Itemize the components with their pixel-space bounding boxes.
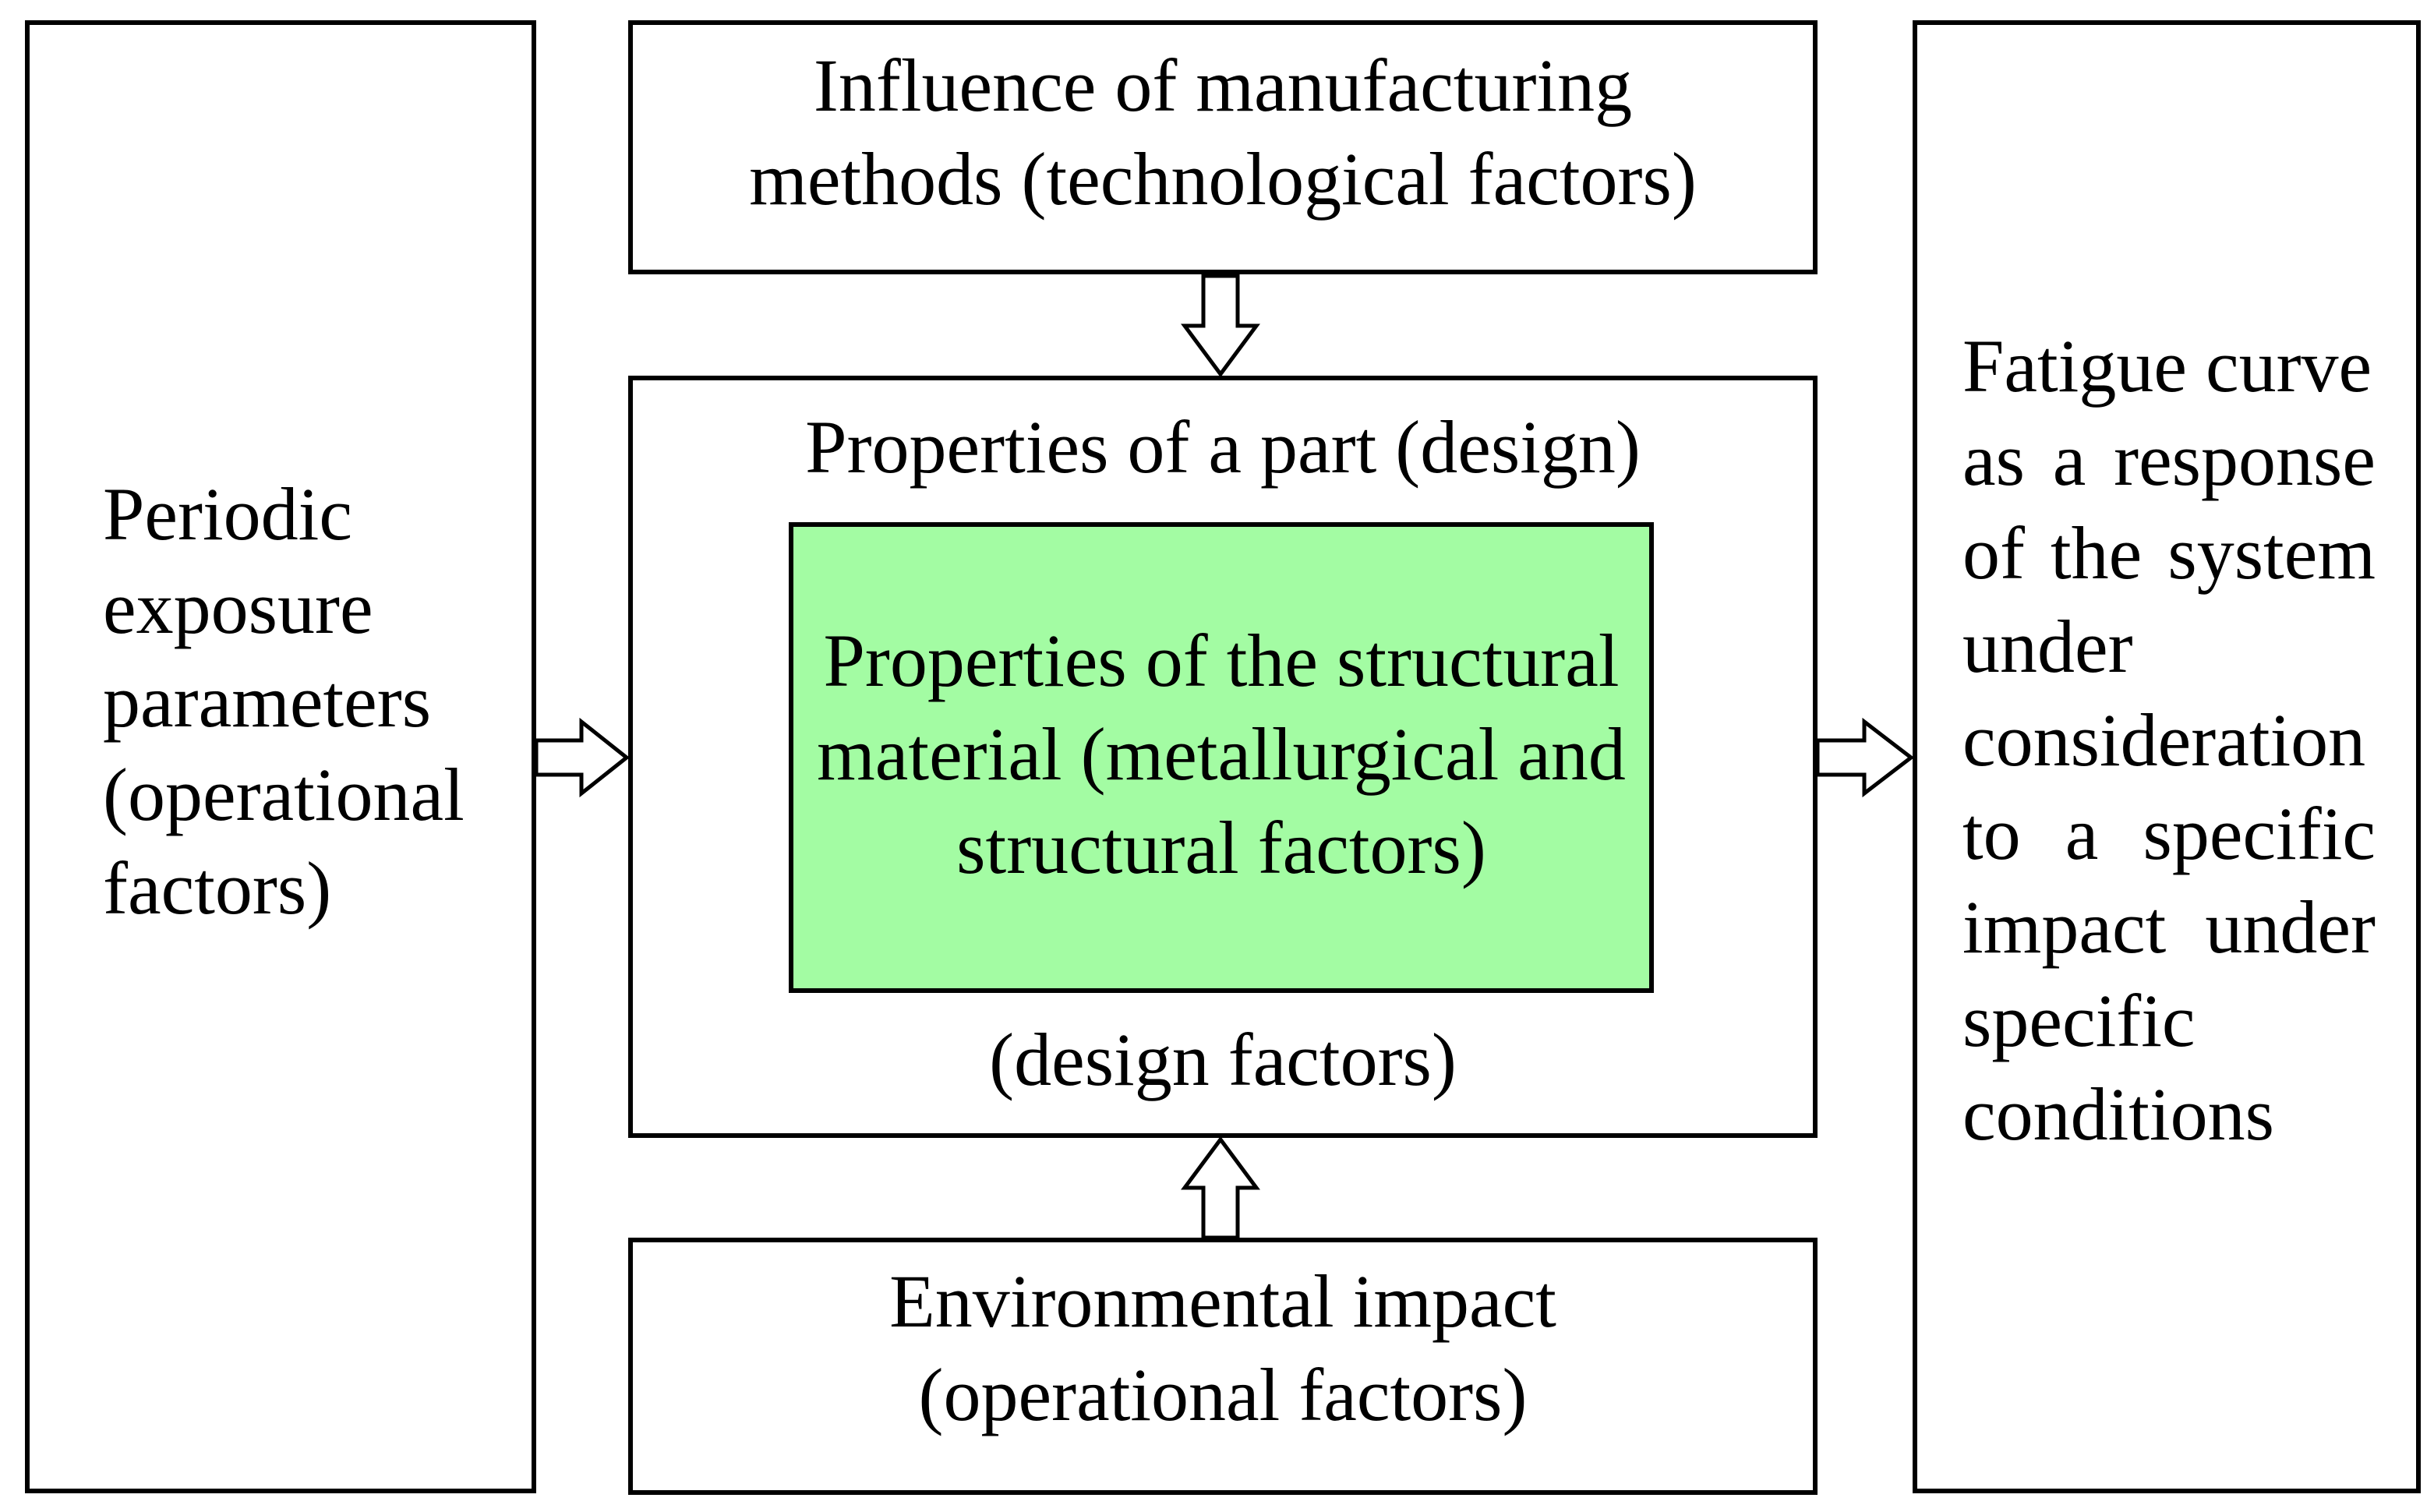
fatigue-curve-line: as a response bbox=[1962, 418, 2376, 501]
design-factors-label: (design factors) bbox=[989, 1018, 1457, 1101]
periodic-exposure-box bbox=[25, 20, 536, 1493]
arrow-right-icon bbox=[1815, 717, 1915, 798]
structural-material-line: Properties of the structural bbox=[823, 619, 1620, 702]
periodic-exposure-line: (operational bbox=[103, 753, 465, 836]
fatigue-curve-line: consideration bbox=[1962, 698, 2366, 782]
environmental-impact-line: (operational factors) bbox=[918, 1353, 1528, 1436]
fatigue-curve-line: of the system bbox=[1962, 511, 2376, 595]
periodic-exposure-line: factors) bbox=[103, 846, 332, 930]
periodic-exposure-line: parameters bbox=[103, 659, 432, 743]
structural-material-box bbox=[789, 522, 1654, 993]
arrow-up-icon bbox=[1181, 1136, 1260, 1240]
structural-material-line: material (metallurgical and bbox=[817, 712, 1626, 796]
arrow-down-icon bbox=[1181, 274, 1260, 378]
fatigue-curve-line: conditions bbox=[1962, 1072, 2274, 1156]
fatigue-curve-line: under bbox=[1962, 605, 2133, 688]
periodic-exposure-line: Periodic bbox=[103, 472, 352, 556]
manufacturing-methods-line: Influence of manufacturing bbox=[813, 44, 1633, 127]
fatigue-curve-box bbox=[1913, 20, 2421, 1493]
fatigue-curve-line: impact under bbox=[1962, 885, 2376, 969]
manufacturing-methods-text: Influence of manufacturing methods (tech… bbox=[628, 39, 1818, 226]
manufacturing-methods-line: methods (technological factors) bbox=[749, 137, 1697, 221]
periodic-exposure-line: exposure bbox=[103, 566, 373, 649]
arrow-right-icon bbox=[534, 717, 631, 798]
structural-material-text: Properties of the structural material (m… bbox=[789, 614, 1654, 895]
part-properties-title: Properties of a part (design) bbox=[805, 405, 1641, 489]
manufacturing-methods-box bbox=[628, 20, 1818, 274]
environmental-impact-text: Environmental impact (operational factor… bbox=[628, 1255, 1818, 1442]
fatigue-curve-line: Fatigue curve bbox=[1962, 324, 2372, 408]
environmental-impact-box bbox=[628, 1238, 1818, 1495]
environmental-impact-line: Environmental impact bbox=[889, 1259, 1556, 1343]
fatigue-curve-text: Fatigue curve as a response of the syste… bbox=[1962, 320, 2376, 1161]
periodic-exposure-text: Periodic exposure parameters (operationa… bbox=[103, 468, 508, 935]
structural-material-line: structural factors) bbox=[956, 806, 1486, 889]
fatigue-curve-line: specific bbox=[1962, 979, 2196, 1062]
fatigue-curve-line: to a specific bbox=[1962, 792, 2376, 875]
